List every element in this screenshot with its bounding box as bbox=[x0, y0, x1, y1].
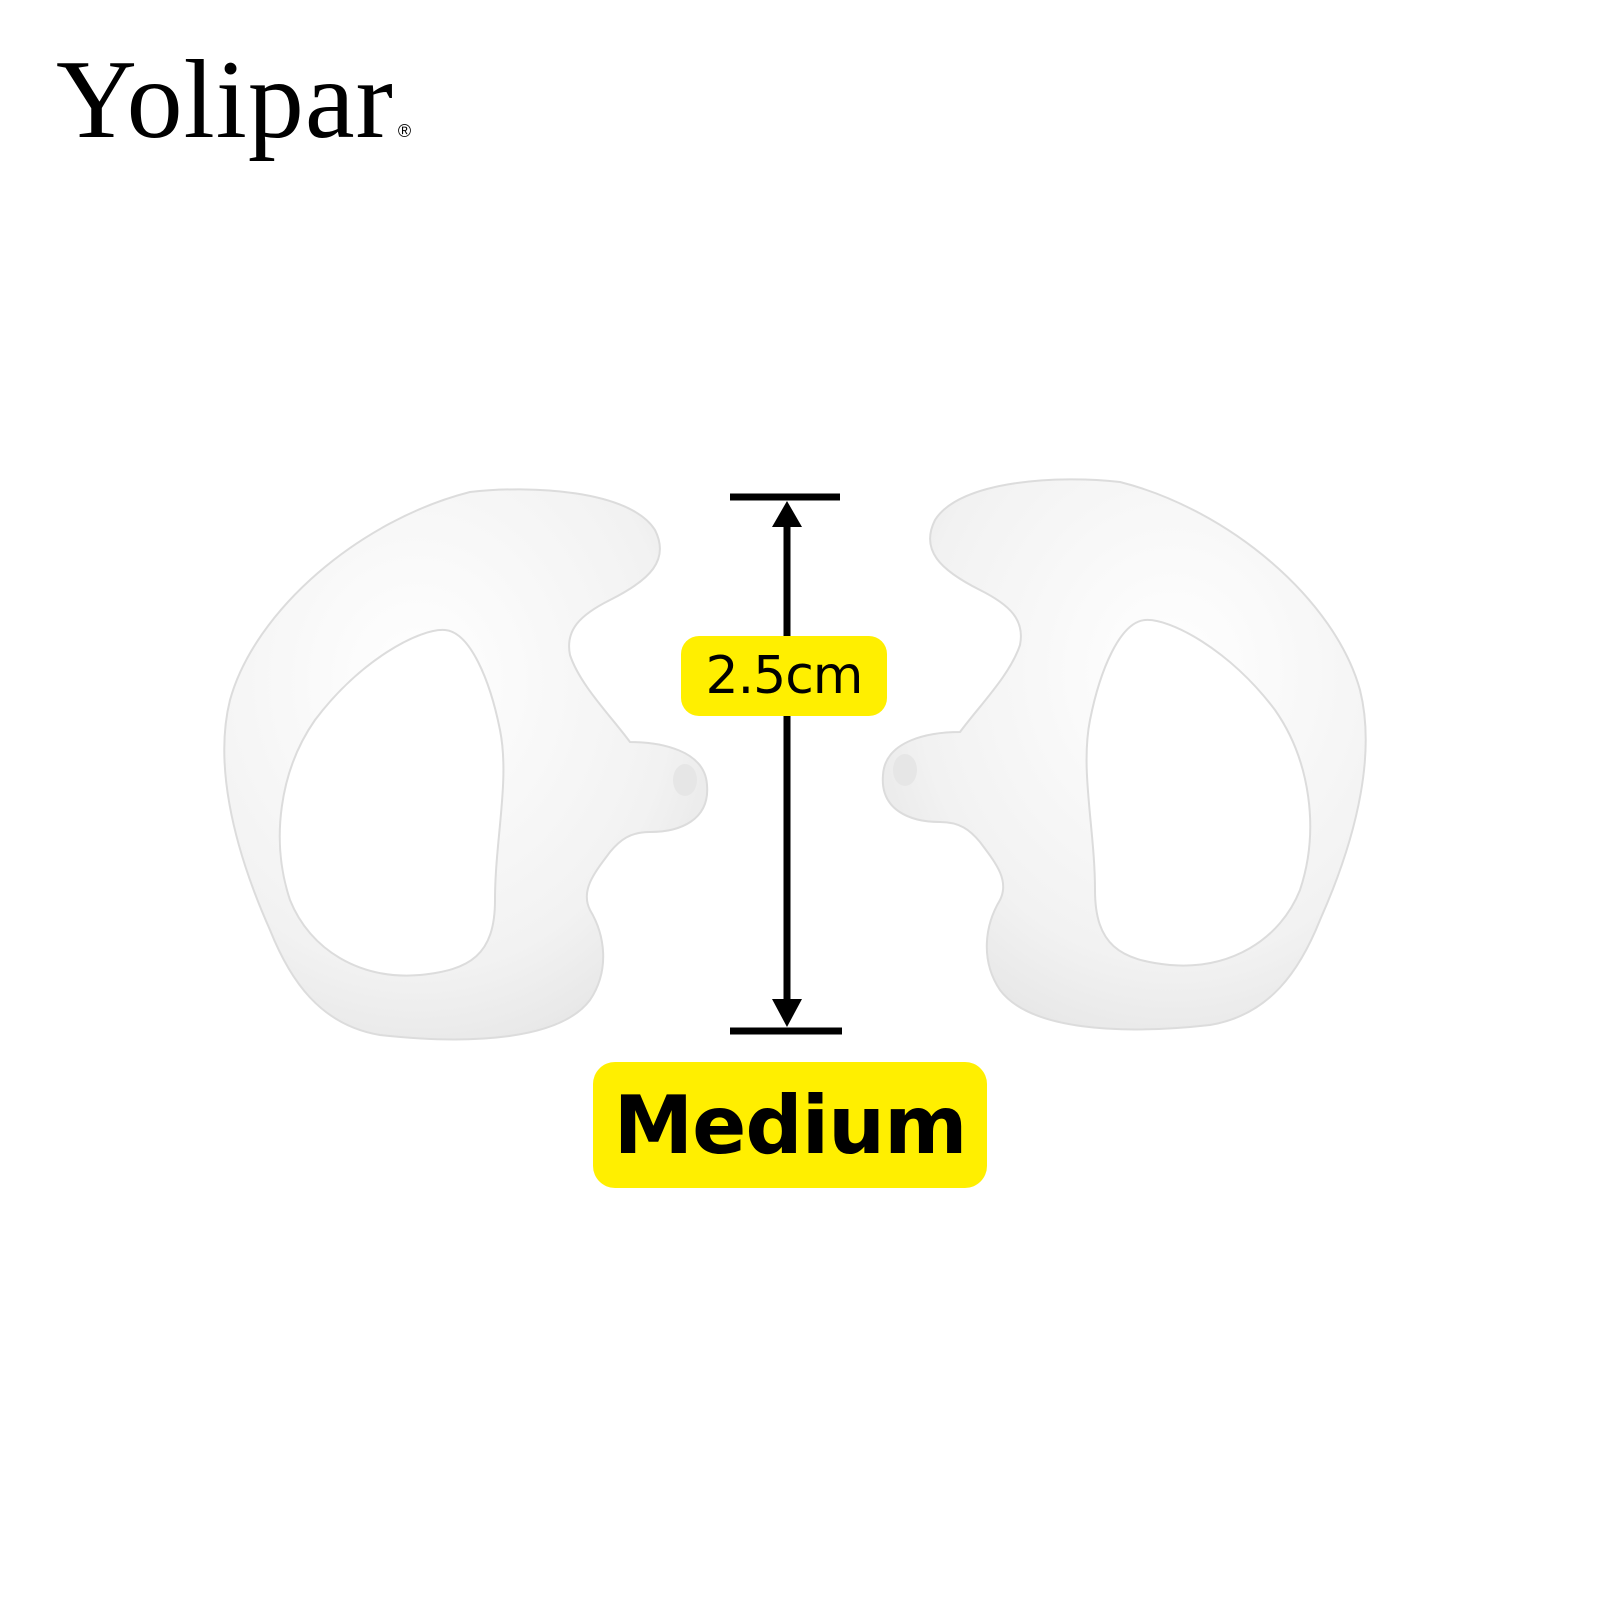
size-label-badge: Medium bbox=[593, 1062, 987, 1188]
measurement-badge: 2.5cm bbox=[681, 636, 887, 716]
left-earmold-image bbox=[223, 488, 709, 1041]
right-earmold-image bbox=[881, 478, 1367, 1031]
brand-name: Yolipar bbox=[56, 38, 394, 162]
registered-trademark-icon: ® bbox=[397, 121, 413, 141]
brand-logo: Yolipar® bbox=[56, 44, 412, 156]
dimension-arrow bbox=[730, 493, 842, 1035]
